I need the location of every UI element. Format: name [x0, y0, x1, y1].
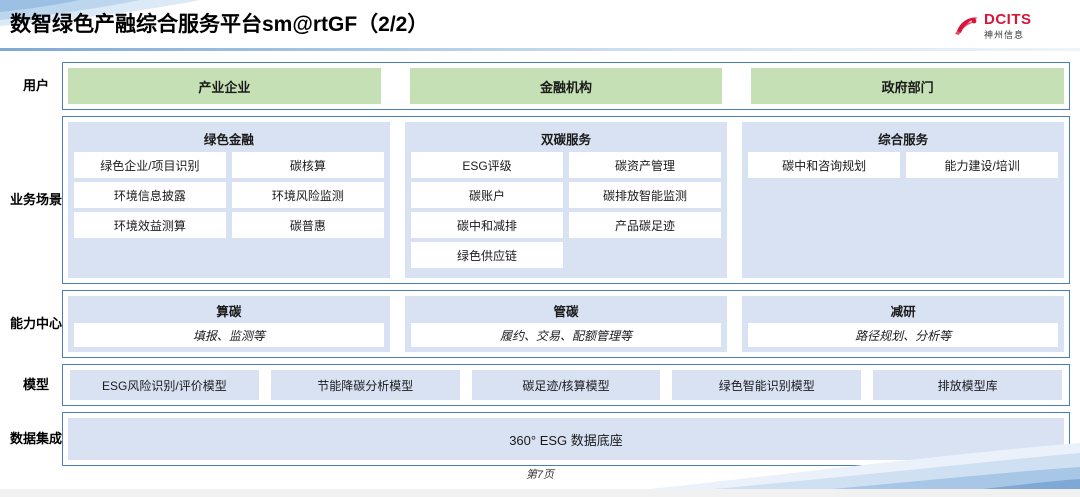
row-body-data-integration: 360° ESG 数据底座: [62, 412, 1070, 466]
row-body-scenarios: 绿色金融 绿色企业/项目识别 碳核算 环境信息披露 环境风险监测 环境效益测算 …: [62, 116, 1070, 284]
capability-subtitle[interactable]: 填报、监测等: [74, 323, 384, 347]
capability-subtitle[interactable]: 履约、交易、配额管理等: [411, 323, 721, 347]
row-label-scenarios: 业务场景: [10, 192, 63, 207]
row-body-models: ESG风险识别/评价模型 节能降碳分析模型 碳足迹/核算模型 绿色智能识别模型 …: [62, 364, 1070, 406]
scenario-chip[interactable]: 绿色企业/项目识别: [74, 152, 226, 178]
row-label-models: 模型: [22, 377, 49, 392]
scenario-chip[interactable]: ESG评级: [411, 152, 563, 178]
group-chip-list: 绿色企业/项目识别 碳核算 环境信息披露 环境风险监测 环境效益测算 碳普惠: [74, 152, 384, 242]
scenario-chip[interactable]: 碳资产管理: [569, 152, 721, 178]
model-item[interactable]: 碳足迹/核算模型: [471, 370, 661, 400]
user-item[interactable]: 金融机构: [409, 68, 723, 104]
brand-logo: DCITS 神州信息: [954, 10, 1072, 44]
model-item[interactable]: 节能降碳分析模型: [270, 370, 460, 400]
scenario-chip[interactable]: 碳中和减排: [411, 212, 563, 238]
scenario-chip[interactable]: 碳中和咨询规划: [748, 152, 901, 178]
scenario-group-green-finance: 绿色金融 绿色企业/项目识别 碳核算 环境信息披露 环境风险监测 环境效益测算 …: [68, 122, 390, 278]
row-data-integration: 数据集成 360° ESG 数据底座: [10, 412, 1070, 466]
group-title: 综合服务: [878, 133, 929, 147]
page-number: 第7页: [525, 469, 555, 481]
row-scenarios: 业务场景 绿色金融 绿色企业/项目识别 碳核算 环境信息披露 环境风险监测 环境…: [10, 116, 1070, 284]
capability-title: 减研: [890, 305, 916, 319]
scenario-chip[interactable]: 绿色供应链: [411, 242, 563, 268]
group-title: 双碳服务: [540, 133, 591, 147]
scenario-chip[interactable]: 环境信息披露: [74, 182, 226, 208]
scenario-chip[interactable]: 碳账户: [411, 182, 563, 208]
scenario-group-comprehensive: 综合服务 碳中和咨询规划 能力建设/培训: [742, 122, 1064, 278]
row-label-capability: 能力中心: [10, 316, 63, 331]
page-title: 数智绿色产融综合服务平台sm@rtGF（2/2）: [10, 13, 429, 36]
scenario-chip[interactable]: 能力建设/培训: [906, 152, 1058, 178]
capability-subtitle[interactable]: 路径规划、分析等: [748, 323, 1058, 347]
model-list: ESG风险识别/评价模型 节能降碳分析模型 碳足迹/核算模型 绿色智能识别模型 …: [68, 370, 1064, 400]
scenario-chip[interactable]: 环境风险监测: [231, 182, 384, 208]
model-item[interactable]: ESG风险识别/评价模型: [70, 370, 259, 400]
scenario-group-dual-carbon: 双碳服务 ESG评级 碳资产管理 碳账户 碳排放智能监测 碳中和减排 产品碳足迹…: [405, 122, 727, 278]
scenario-groups: 绿色金融 绿色企业/项目识别 碳核算 环境信息披露 环境风险监测 环境效益测算 …: [68, 122, 1064, 278]
logo-text-block: DCITS 神州信息: [984, 12, 1032, 41]
capability-group-calc-carbon: 算碳 填报、监测等: [68, 296, 390, 352]
row-label-data-integration: 数据集成: [10, 431, 63, 446]
model-item[interactable]: 绿色智能识别模型: [672, 370, 862, 400]
architecture-grid: 用户 产业企业 金融机构 政府部门 业务场景 绿色金融 绿色企业/项目识别: [10, 62, 1070, 472]
scenario-chip[interactable]: 产品碳足迹: [569, 212, 721, 238]
slide-header: 数智绿色产融综合服务平台sm@rtGF（2/2） DCITS 神州信息: [0, 4, 1080, 51]
capability-title: 管碳: [553, 305, 579, 319]
capability-group-manage-carbon: 管碳 履约、交易、配额管理等: [405, 296, 727, 352]
user-item[interactable]: 政府部门: [751, 68, 1064, 104]
users-list: 产业企业 金融机构 政府部门: [68, 68, 1064, 104]
row-capability: 能力中心 算碳 填报、监测等 管碳 履约、交易、配额管理等 减研 路径规划、分析…: [10, 290, 1070, 358]
user-item[interactable]: 产业企业: [68, 68, 381, 104]
capability-group-reduce-research: 减研 路径规划、分析等: [742, 296, 1064, 352]
data-foundation-item[interactable]: 360° ESG 数据底座: [68, 418, 1064, 460]
scenario-chip[interactable]: 碳核算: [231, 152, 384, 178]
row-body-users: 产业企业 金融机构 政府部门: [62, 62, 1070, 110]
scenario-chip[interactable]: 碳普惠: [231, 212, 384, 238]
capability-groups: 算碳 填报、监测等 管碳 履约、交易、配额管理等 减研 路径规划、分析等: [68, 296, 1064, 352]
bottom-edge-strip: [0, 489, 1080, 497]
row-models: 模型 ESG风险识别/评价模型 节能降碳分析模型 碳足迹/核算模型 绿色智能识别…: [10, 364, 1070, 406]
row-users: 用户 产业企业 金融机构 政府部门: [10, 62, 1070, 110]
model-item[interactable]: 排放模型库: [873, 370, 1062, 400]
logo-en-label: DCITS: [984, 11, 1032, 28]
group-chip-list: 碳中和咨询规划 能力建设/培训: [748, 152, 1058, 182]
scenario-chip[interactable]: 环境效益测算: [74, 212, 226, 238]
title-divider: [0, 48, 1080, 51]
dcits-swirl-icon: [954, 15, 980, 37]
group-chip-list: ESG评级 碳资产管理 碳账户 碳排放智能监测 碳中和减排 产品碳足迹 绿色供应…: [411, 152, 721, 272]
logo-cn-label: 神州信息: [984, 30, 1025, 40]
row-body-capability: 算碳 填报、监测等 管碳 履约、交易、配额管理等 减研 路径规划、分析等: [62, 290, 1070, 358]
group-title: 绿色金融: [203, 133, 254, 147]
scenario-chip[interactable]: 碳排放智能监测: [569, 182, 721, 208]
capability-title: 算碳: [216, 305, 242, 319]
row-label-users: 用户: [22, 78, 49, 93]
